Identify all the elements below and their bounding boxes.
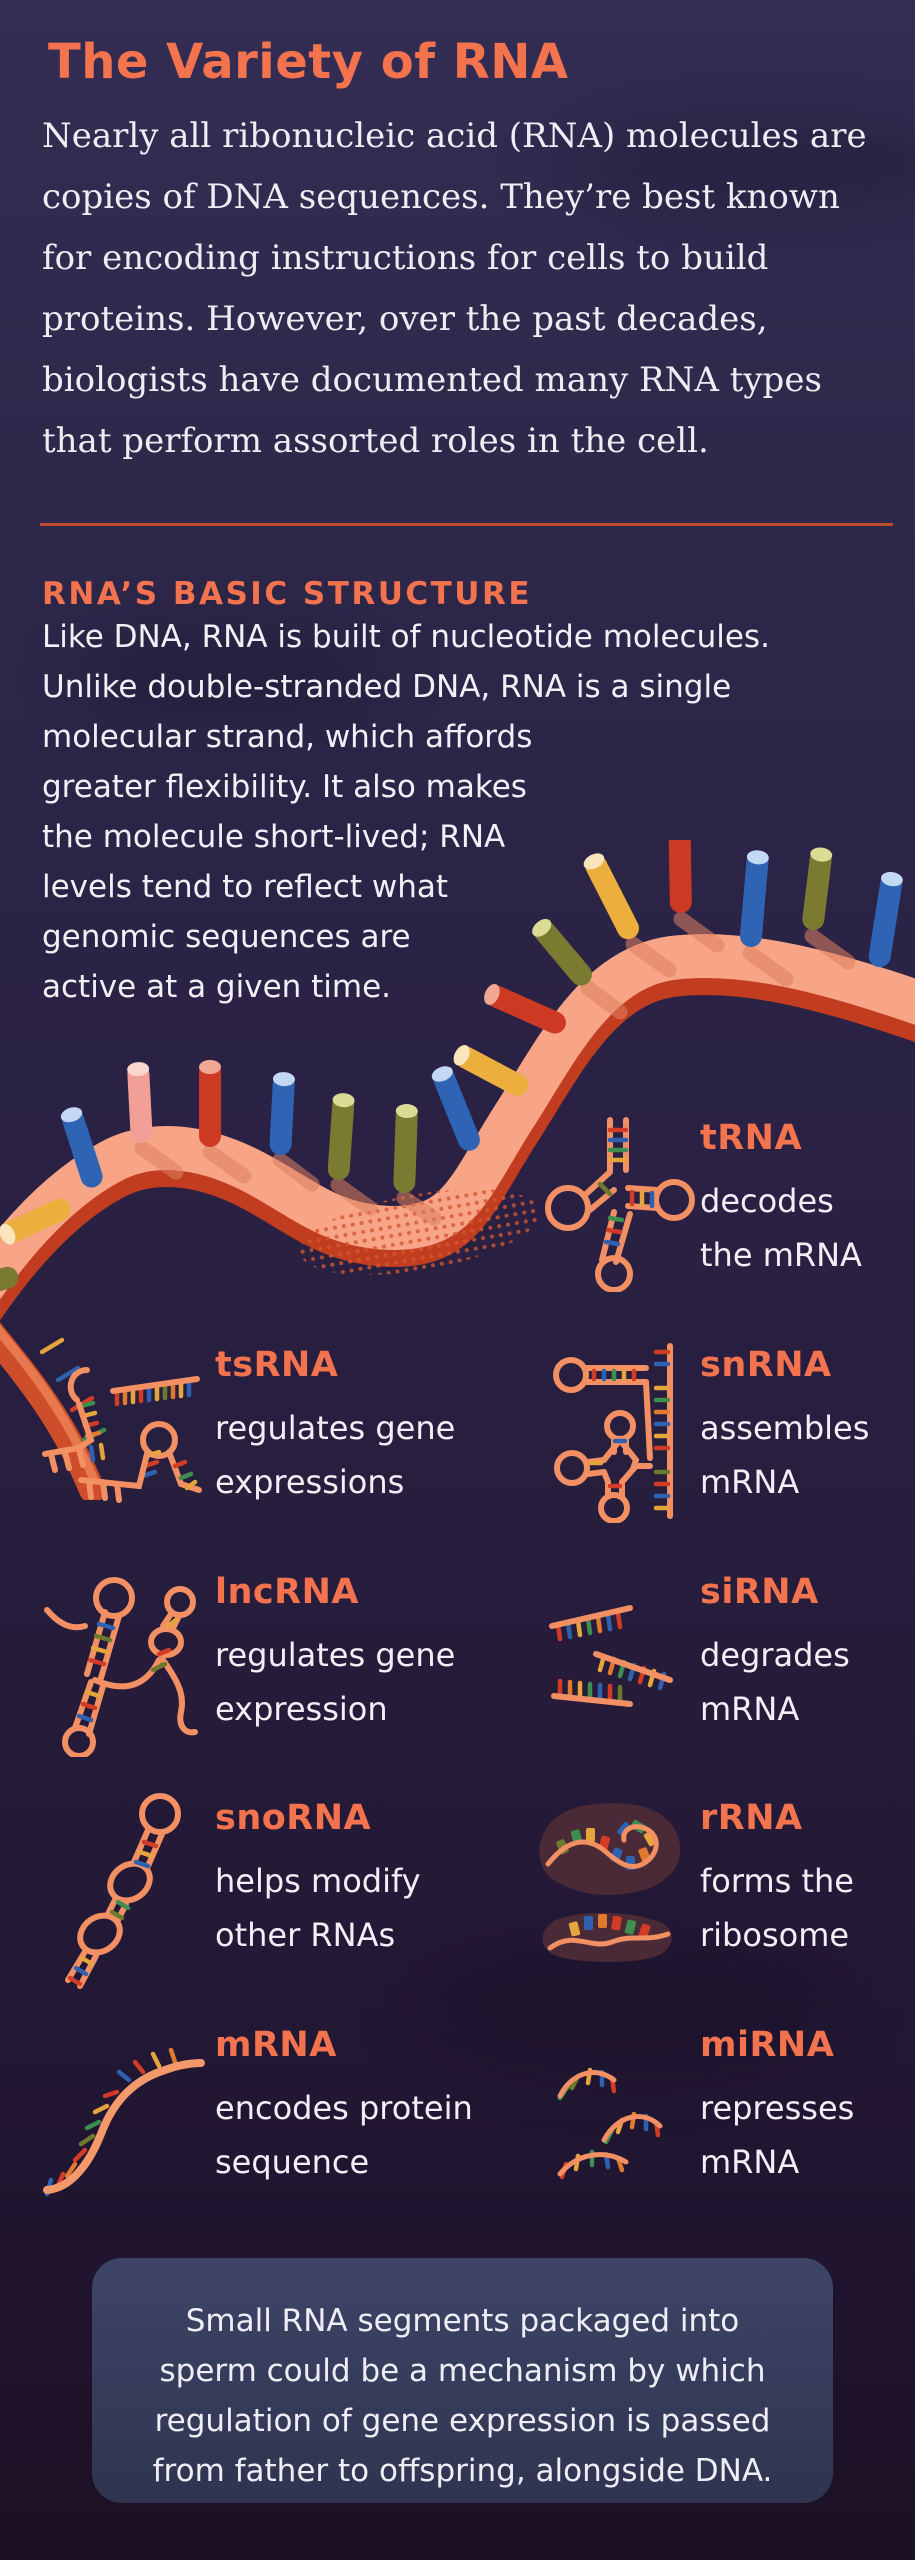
background-wisp: [420, 1950, 840, 2060]
entry-label: tRNA: [700, 1118, 803, 1158]
mrna-strand-icon: [35, 2042, 210, 2206]
sirna-duplex-fragments-icon: [538, 1592, 688, 1726]
rrna-ribosome-icon: [528, 1788, 690, 1972]
section-divider: [40, 523, 893, 526]
page-title: The Variety of RNA: [48, 34, 569, 90]
section-heading: RNA’S BASIC STRUCTURE: [42, 576, 533, 612]
entry-label: snoRNA: [215, 1798, 372, 1838]
entry-label: rRNA: [700, 1798, 803, 1838]
rna-ribbon-icon: [0, 817, 915, 1503]
background-wisp: [80, 640, 380, 710]
entry-label: miRNA: [700, 2025, 835, 2065]
entry-label: snRNA: [700, 1345, 832, 1385]
snrna-hairpins-icon: [542, 1338, 692, 1527]
entry-label: lncRNA: [215, 1572, 359, 1612]
entry-label: siRNA: [700, 1572, 819, 1612]
nucleotide-pegs: [0, 817, 903, 1300]
background-wisp: [560, 120, 915, 210]
trna-cloverleaf-icon: [540, 1112, 700, 1296]
entry-label: mRNA: [215, 2025, 337, 2065]
section-body-text: Like DNA, RNA is built of nucleotide mol…: [42, 619, 770, 1005]
lncrna-crossed-stems-icon: [35, 1562, 205, 1761]
rna-ribbon-illustration: [0, 817, 915, 1503]
entry-label: tsRNA: [215, 1345, 339, 1385]
snorna-bulged-stem-icon: [48, 1788, 198, 1997]
tsrna-fragments-icon: [35, 1348, 210, 1517]
mirna-fragments-icon: [538, 2042, 698, 2196]
intro-paragraph: Nearly all ribonucleic acid (RNA) molecu…: [42, 116, 867, 461]
